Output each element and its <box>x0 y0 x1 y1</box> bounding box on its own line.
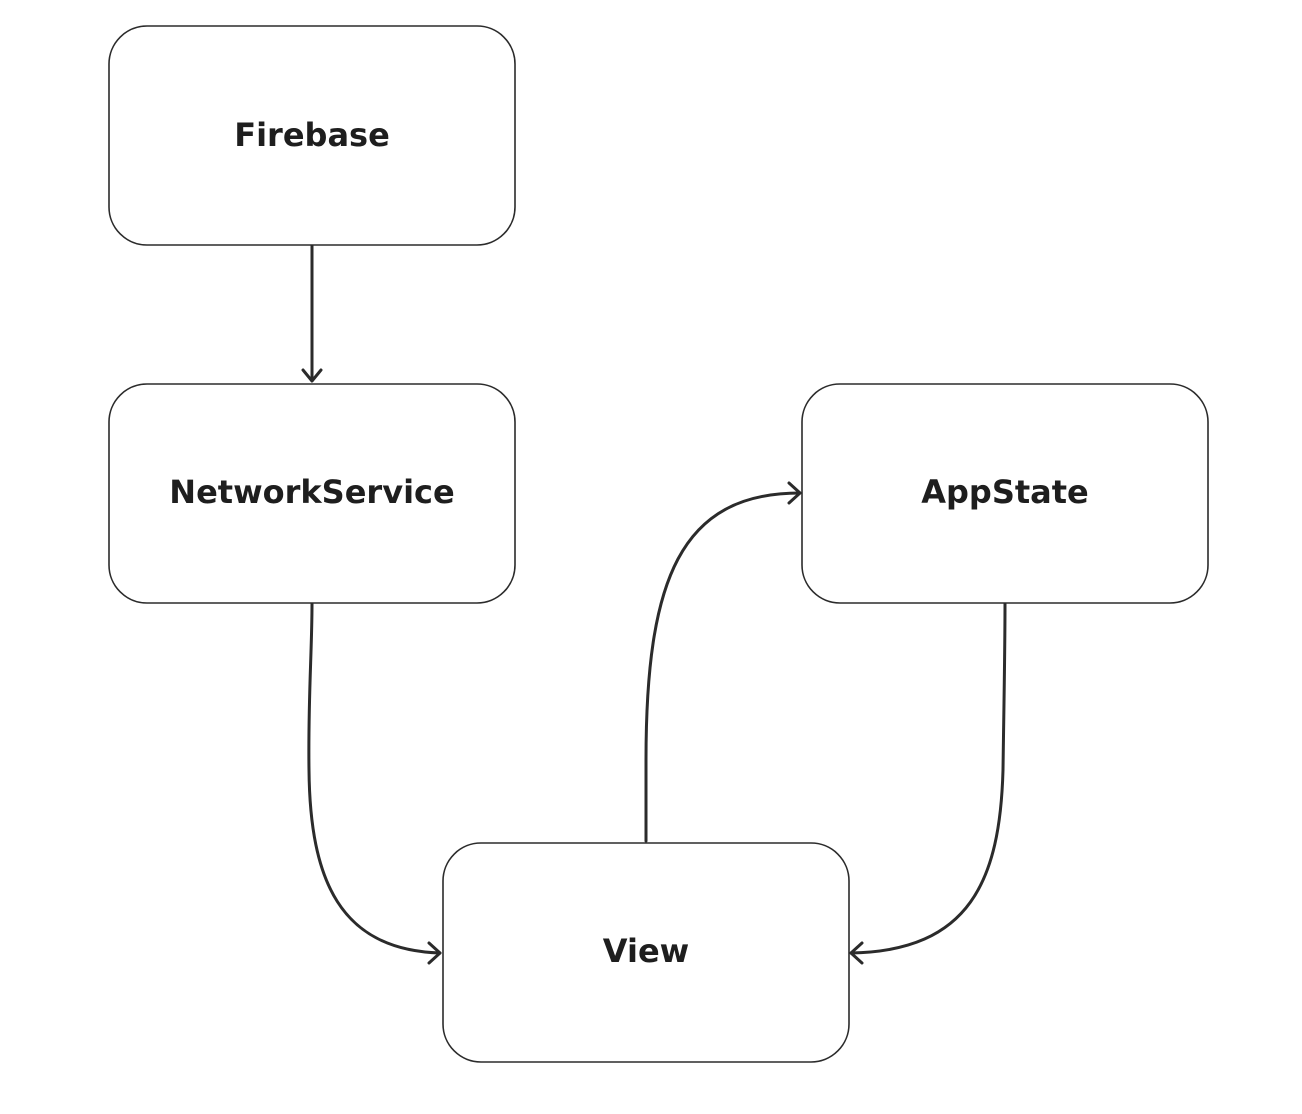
edge-appstate-to-view <box>849 602 1007 965</box>
node-appstate: AppState <box>801 383 1209 604</box>
edge-networkservice-to-view <box>307 602 442 965</box>
edge-view-to-appstate <box>644 481 802 843</box>
edges <box>301 244 1007 965</box>
node-label-firebase: Firebase <box>234 116 390 154</box>
node-label-view: View <box>603 932 689 970</box>
node-label-networkservice: NetworkService <box>169 473 454 511</box>
node-view: View <box>442 842 850 1063</box>
node-label-appstate: AppState <box>921 473 1089 511</box>
node-firebase: Firebase <box>108 25 516 246</box>
edge-firebase-to-networkservice <box>301 244 323 383</box>
node-networkservice: NetworkService <box>108 383 516 604</box>
